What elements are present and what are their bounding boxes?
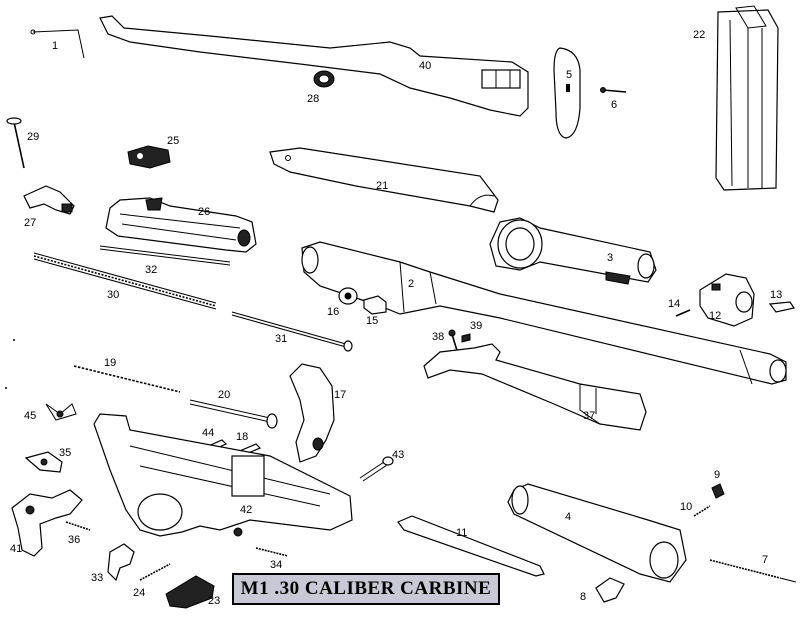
part-15 xyxy=(363,295,387,315)
label-31: 31 xyxy=(275,333,287,345)
label-32: 32 xyxy=(145,264,157,276)
label-22: 22 xyxy=(693,29,705,41)
part-14 xyxy=(675,309,691,317)
diagram-title-box: M1 .30 CALIBER CARBINE xyxy=(232,573,500,605)
part-39 xyxy=(461,333,471,343)
part-23 xyxy=(165,575,215,609)
part-7 xyxy=(709,559,797,583)
label-39: 39 xyxy=(470,320,482,332)
label-13: 13 xyxy=(770,289,782,301)
label-3: 3 xyxy=(607,252,613,264)
label-35: 35 xyxy=(59,447,71,459)
part-35 xyxy=(24,451,63,473)
part-firing-pin xyxy=(397,515,545,577)
label-37: 37 xyxy=(583,410,595,422)
label-45: 45 xyxy=(24,410,36,422)
label-42: 42 xyxy=(240,504,252,516)
part-trigger xyxy=(11,489,83,557)
label-28: 28 xyxy=(307,93,319,105)
label-10: 10 xyxy=(680,501,692,513)
part-hammer xyxy=(289,363,335,463)
label-40: 40 xyxy=(419,60,431,72)
label-25: 25 xyxy=(167,135,179,147)
part-slide xyxy=(489,217,657,285)
part-stock xyxy=(99,15,529,117)
part-receiver-housing xyxy=(105,197,257,253)
part-33 xyxy=(107,543,135,582)
label-18: 18 xyxy=(236,431,248,443)
part-screw xyxy=(600,87,627,93)
label-5: 5 xyxy=(566,69,572,81)
part-long-pin xyxy=(6,117,25,169)
part-butt-plate xyxy=(553,47,581,139)
part-magazine xyxy=(715,5,779,191)
part-16 xyxy=(338,287,358,305)
part-27 xyxy=(23,185,75,215)
part-rear-sight xyxy=(127,145,171,169)
part-operating-slide xyxy=(423,343,647,431)
label-34: 34 xyxy=(270,559,282,571)
part-rod xyxy=(99,245,231,266)
label-36: 36 xyxy=(68,534,80,546)
label-26: 26 xyxy=(198,206,210,218)
part-tool xyxy=(30,29,85,59)
part-spring-19 xyxy=(73,365,181,393)
part-front-sight xyxy=(699,273,755,327)
part-spring-30 xyxy=(33,252,217,310)
part-bolt xyxy=(507,483,687,583)
part-rod-31 xyxy=(231,311,353,352)
label-20: 20 xyxy=(218,389,230,401)
label-6: 6 xyxy=(611,99,617,111)
label-12: 12 xyxy=(709,310,721,322)
label-29: 29 xyxy=(27,131,39,143)
label-17: 17 xyxy=(334,389,346,401)
part-9 xyxy=(711,483,725,499)
part-36 xyxy=(65,521,91,531)
label-15: 15 xyxy=(366,315,378,327)
label-19: 19 xyxy=(104,357,116,369)
diagram-title: M1 .30 CALIBER CARBINE xyxy=(240,578,492,599)
label-9: 9 xyxy=(714,469,720,481)
label-41: 41 xyxy=(10,543,22,555)
part-handguard xyxy=(269,147,499,213)
label-2: 2 xyxy=(408,278,414,290)
label-44: 44 xyxy=(202,427,214,439)
part-trigger-housing xyxy=(93,413,353,537)
label-21: 21 xyxy=(376,180,388,192)
label-11: 11 xyxy=(456,527,467,539)
label-24: 24 xyxy=(133,587,145,599)
part-8 xyxy=(595,577,625,603)
part-13 xyxy=(768,301,795,313)
part-34 xyxy=(255,547,289,557)
label-14: 14 xyxy=(668,298,680,310)
part-10 xyxy=(693,505,711,517)
part-43 xyxy=(359,456,394,482)
label-33: 33 xyxy=(91,572,103,584)
label-7: 7 xyxy=(762,554,768,566)
part-45 xyxy=(45,403,77,421)
part-24 xyxy=(139,563,171,581)
label-43: 43 xyxy=(392,449,404,461)
label-27: 27 xyxy=(24,217,36,229)
label-4: 4 xyxy=(565,511,571,523)
part-labels: 1 2 3 4 5 6 7 8 9 10 11 12 13 14 15 16 1… xyxy=(10,29,782,607)
label-16: 16 xyxy=(327,306,339,318)
label-1: 1 xyxy=(52,40,58,52)
label-8: 8 xyxy=(580,591,586,603)
label-23: 23 xyxy=(208,595,220,607)
part-pin-20 xyxy=(189,399,278,429)
label-30: 30 xyxy=(107,289,119,301)
part-nut xyxy=(313,70,335,88)
label-38: 38 xyxy=(432,331,444,343)
